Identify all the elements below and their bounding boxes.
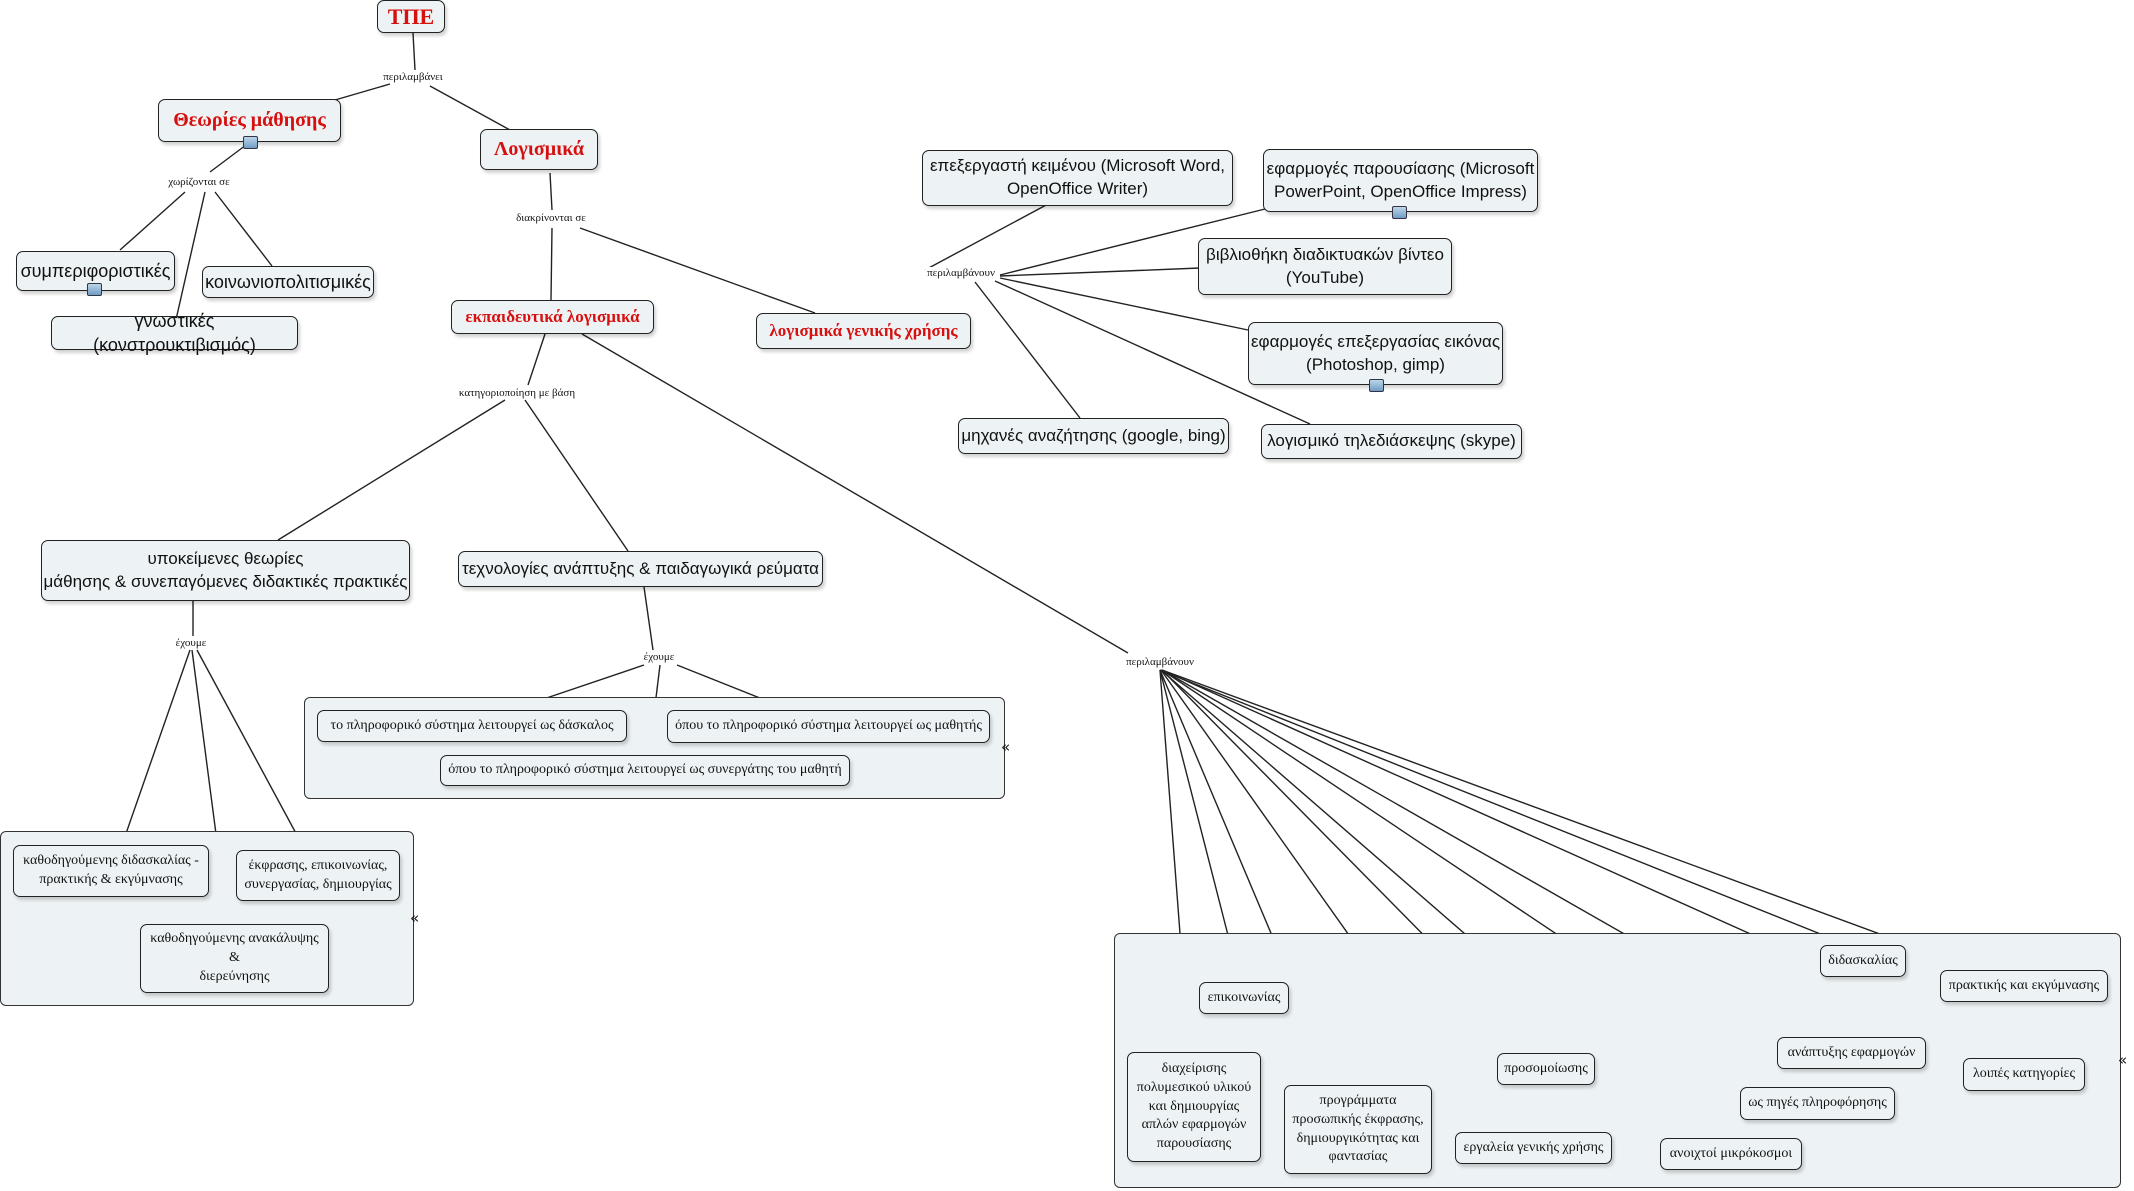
teleconference-node[interactable]: λογισμικό τηλεδιάσκεψης (skype) [1261,424,1522,459]
cat-general-tools-node[interactable]: εργαλεία γενικής χρήσης [1455,1132,1612,1164]
underlying-theories-node[interactable]: υποκείμενες θεωρίες μάθησης & συνεπαγόμε… [41,540,410,601]
collapse-icon[interactable]: « [410,909,420,927]
cat-info-sources-node[interactable]: ως πηγές πληροφόρησης [1740,1087,1895,1120]
cat-communication-node[interactable]: επικοινωνίας [1199,982,1289,1014]
audio-icon[interactable] [87,283,102,296]
cat-simulation-node[interactable]: προσομοίωσης [1497,1053,1595,1085]
cat-expression-programs-node[interactable]: προγράμματα προσωπικής έκφρασης, δημιουρ… [1284,1085,1432,1174]
guided-teaching-node[interactable]: καθοδηγούμενης διδασκαλίας - πρακτικής &… [13,845,209,897]
root-node[interactable]: ΤΠΕ [377,0,445,33]
document-icon[interactable] [243,136,258,149]
link-label-divided: χωρίζονται σε [166,176,232,188]
general-software-node[interactable]: λογισμικά γενικής χρήσης [756,313,971,349]
link-label-includes: περιλαμβάνει [381,71,445,83]
behaviorist-node[interactable]: συμπεριφοριστικές [16,251,175,291]
collaborator-system-node[interactable]: όπου το πληροφορικό σύστημα λειτουργεί ω… [440,755,850,786]
image-editing-node[interactable]: εφαρμογές επεξεργασίας εικόνας (Photosho… [1248,322,1503,385]
cat-teaching-node[interactable]: διδασκαλίας [1820,945,1906,977]
student-system-node[interactable]: όπου το πληροφορικό σύστημα λειτουργεί ω… [667,710,990,743]
link-label-include-educational: περιλαμβάνουν [1124,656,1196,668]
search-engines-node[interactable]: μηχανές αναζήτησης (google, bing) [958,418,1229,454]
expression-node[interactable]: έκφρασης, επικοινωνίας, συνεργασίας, δημ… [236,850,400,901]
link-label-distinguished: διακρίνονται σε [514,212,588,224]
collapse-icon[interactable]: « [1001,738,1011,756]
cat-other-node[interactable]: λοιπές κατηγορίες [1963,1058,2085,1091]
word-processor-node[interactable]: επεξεργαστή κειμένου (Microsoft Word, Op… [922,150,1233,206]
teacher-system-node[interactable]: το πληροφορικό σύστημα λειτουργεί ως δάσ… [317,710,627,742]
sociocultural-node[interactable]: κοινωνιοπολιτισμικές [202,266,374,298]
link-label-include-general: περιλαμβάνουν [925,267,997,279]
software-node[interactable]: Λογισμικά [480,129,598,170]
link-label-categorization: κατηγοριοποίηση με βάση [456,387,578,399]
link-label-we-have-mid: έχουμε [641,651,677,663]
cat-multimedia-node[interactable]: διαχείρισης πολυμεσικού υλικού και δημιο… [1127,1052,1261,1162]
collapse-icon[interactable]: « [2118,1051,2128,1069]
cognitive-node[interactable]: γνωστικές (κονστρουκτιβισμός) [51,311,298,355]
presentation-apps-node[interactable]: εφαρμογές παρουσίασης (Microsoft PowerPo… [1263,149,1538,212]
image-icon[interactable] [1369,379,1384,392]
cat-app-dev-node[interactable]: ανάπτυξης εφαρμογών [1777,1037,1926,1069]
link-label-we-have-left: έχουμε [173,637,209,649]
technologies-node[interactable]: τεχνολογίες ανάπτυξης & παιδαγωγικά ρεύμ… [458,551,823,587]
educational-software-node[interactable]: εκπαιδευτικά λογισμικά [451,300,654,334]
image-icon[interactable] [1392,206,1407,219]
learning-theories-node[interactable]: Θεωρίες μάθησης [158,99,341,142]
video-library-node[interactable]: βιβλιοθήκη διαδικτυακών βίντεο (YouTube) [1198,238,1452,295]
cat-microworlds-node[interactable]: ανοιχτοί μικρόκοσμοι [1660,1138,1802,1170]
guided-discovery-node[interactable]: καθοδηγούμενης ανακάλυψης & διερεύνησης [140,924,329,993]
cat-practice-node[interactable]: πρακτικής και εκγύμνασης [1940,970,2108,1002]
